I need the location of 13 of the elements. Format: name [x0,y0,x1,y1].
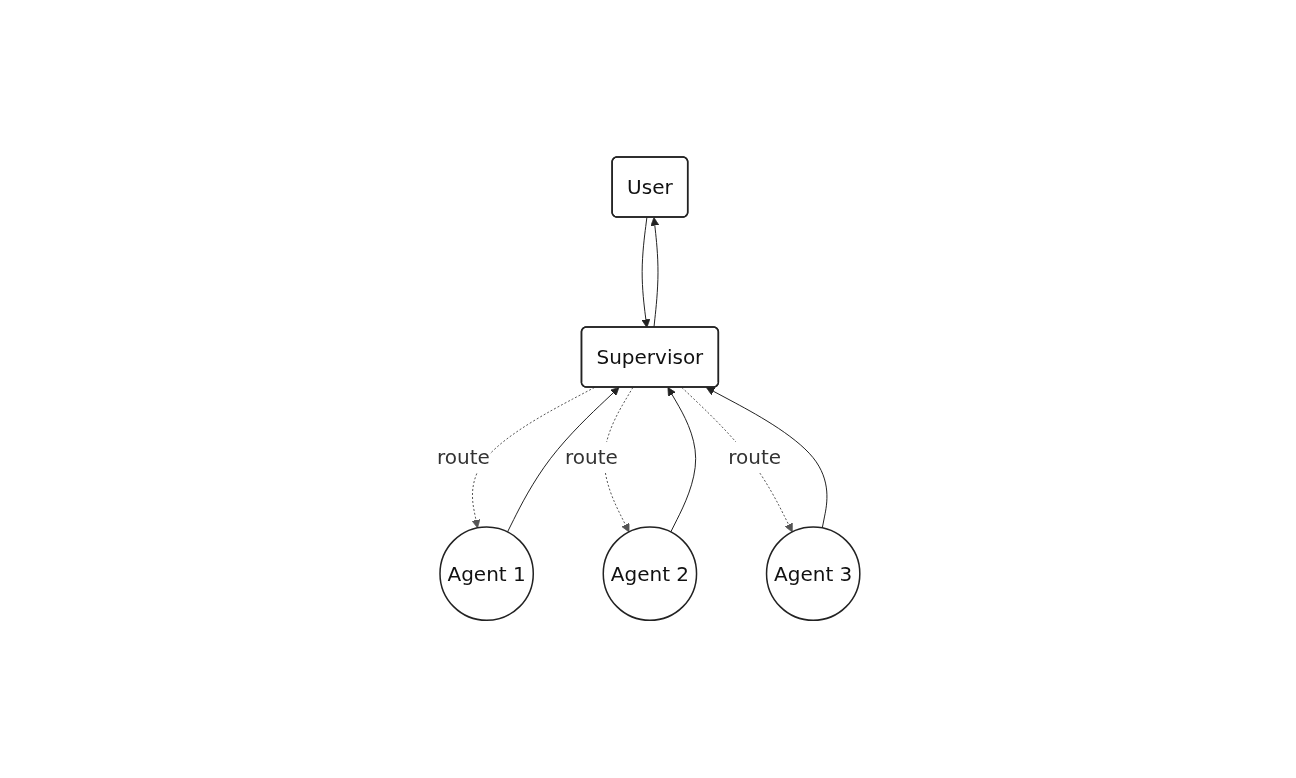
arrow [667,387,696,533]
edge-label: route [727,445,781,470]
arrow [506,387,619,533]
node-circle: Agent 3 [765,526,861,622]
edge-label: route [436,445,490,470]
edge-label: route [564,445,618,470]
node-circle: Agent 1 [438,526,534,622]
arrow [680,387,793,533]
arrow [705,387,827,529]
arrow [641,217,650,329]
node-circle: Agent 2 [602,526,697,622]
arrow [650,217,659,329]
arrow [603,387,633,533]
